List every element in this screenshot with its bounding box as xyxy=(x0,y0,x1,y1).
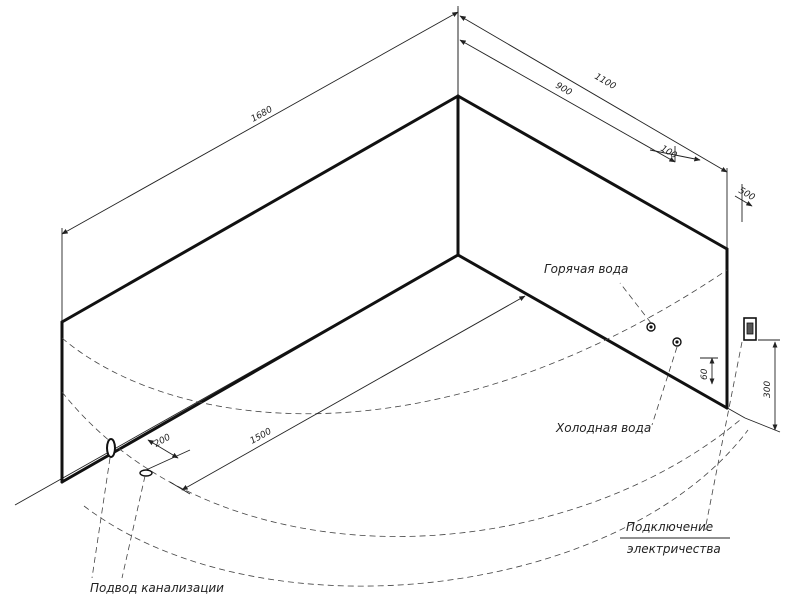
electric-label-line1: Подключение xyxy=(626,520,713,534)
dim-900: 900 xyxy=(554,81,574,98)
electric-label-line2: электричества xyxy=(627,542,721,556)
hot-water-point: Горячая вода xyxy=(544,262,656,332)
dim-500: 500 xyxy=(737,186,757,203)
dim-60: 60 xyxy=(700,368,710,380)
tub-outline xyxy=(61,269,749,587)
sewer-label: Подвод канализации xyxy=(90,581,224,595)
cold-water-label: Холодная вода xyxy=(555,421,651,435)
dim-right-wall: 1100 900 100 500 xyxy=(459,15,757,249)
electric-socket: 300 Подключение электричества xyxy=(620,317,781,556)
dim-200: 200 xyxy=(153,432,173,449)
hot-water-label: Горячая вода xyxy=(544,262,628,276)
cold-water-point: 60 Холодная вода xyxy=(555,337,718,435)
dim-1500: 1500 xyxy=(249,427,274,447)
dim-1100: 1100 xyxy=(593,72,618,92)
dim-left-wall: 1680 xyxy=(61,6,459,322)
dim-300: 300 xyxy=(763,381,773,398)
drain-points: Подвод канализации xyxy=(90,438,224,595)
